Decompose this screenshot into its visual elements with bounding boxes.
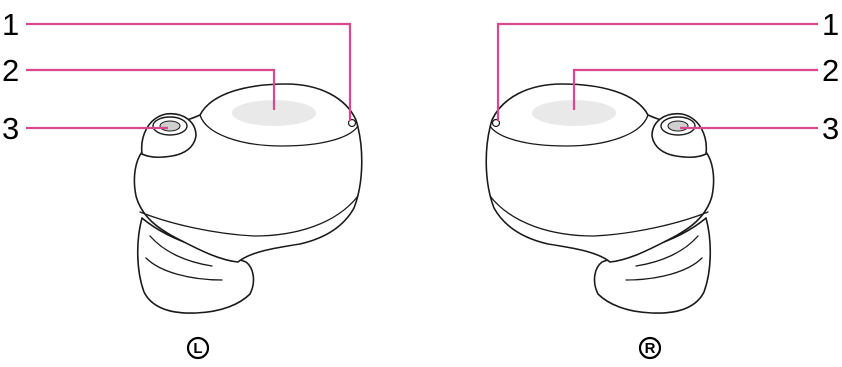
svg-text:L: L <box>193 340 202 357</box>
left-side-mark: L <box>186 336 210 360</box>
right-proximity-sensor <box>491 118 501 128</box>
right-side-mark: R <box>638 336 662 360</box>
left-leader-line-2 <box>26 68 276 110</box>
right-callout-3: 3 <box>822 111 839 146</box>
right-earbud: 1 2 3 R <box>485 7 839 360</box>
left-touch-sensor-area <box>232 100 316 126</box>
right-leader-line-1 <box>496 22 818 121</box>
left-earbud: 1 2 3 L <box>2 7 363 360</box>
right-microphone-icon <box>660 116 696 136</box>
right-callout-2: 2 <box>822 53 839 88</box>
left-callout-2: 2 <box>2 53 19 88</box>
left-leader-line-1 <box>26 22 352 121</box>
right-touch-sensor-area <box>532 100 616 126</box>
right-callout-1: 1 <box>822 7 839 42</box>
svg-text:R: R <box>645 340 656 357</box>
left-microphone-icon <box>152 116 188 136</box>
left-callout-1: 1 <box>2 7 19 42</box>
left-callout-3: 3 <box>2 111 19 146</box>
left-proximity-sensor <box>347 118 357 128</box>
right-leader-line-2 <box>572 68 818 110</box>
